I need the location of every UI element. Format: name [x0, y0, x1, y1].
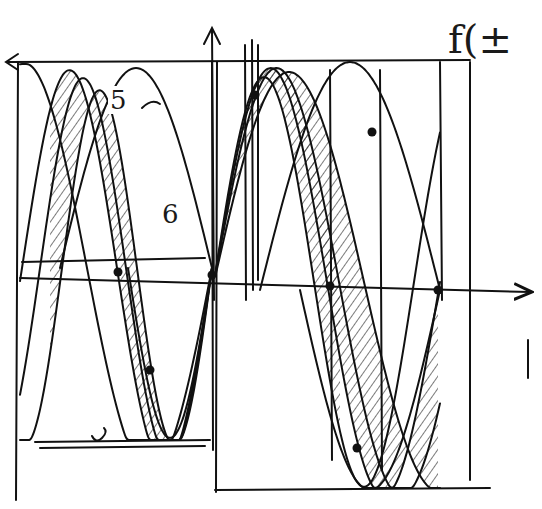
guide-line — [257, 45, 259, 280]
intersection-dot — [368, 128, 377, 137]
intersection-dot — [114, 268, 123, 277]
intersection-dot — [208, 271, 217, 280]
callout-number: 5 — [108, 86, 129, 114]
guide-line — [380, 70, 382, 470]
sine-curve — [300, 290, 440, 488]
scribble — [142, 102, 160, 108]
arrow-head — [204, 28, 220, 44]
callout-number: 6 — [160, 200, 181, 228]
sine-curve — [20, 70, 212, 440]
bottom-line — [35, 440, 210, 442]
guide-line — [330, 70, 332, 460]
intersection-dot — [146, 366, 155, 375]
panel-edge — [440, 62, 442, 300]
axis-stroke — [22, 258, 205, 262]
panel-edge — [212, 62, 213, 450]
sine-curve — [60, 68, 212, 268]
scribble — [92, 428, 106, 441]
sine-curve — [128, 268, 212, 438]
intersection-dot — [326, 282, 335, 291]
sine-curve — [216, 68, 440, 488]
panel-edge — [469, 62, 471, 480]
sine-curve — [20, 64, 212, 440]
intersection-dot — [353, 444, 362, 453]
panel-edge — [16, 62, 18, 500]
intersection-dot — [434, 286, 443, 295]
bottom-line — [40, 446, 205, 448]
top-line — [8, 60, 470, 62]
tick-mark — [527, 340, 529, 378]
sine-curve — [216, 72, 440, 488]
sine-curve — [20, 78, 212, 440]
guide-line — [252, 40, 253, 290]
panel-edge — [216, 62, 217, 492]
function-label: f(± — [446, 18, 514, 60]
hatched-region — [50, 70, 210, 440]
intersection-dot — [251, 91, 260, 100]
sine-curve — [216, 68, 440, 488]
sine-curve — [260, 62, 440, 290]
guide-line — [245, 45, 246, 300]
bottom-line — [215, 488, 490, 490]
horizontal-axis — [20, 278, 530, 292]
arrow-head — [6, 54, 18, 70]
sine-curve — [20, 90, 212, 440]
